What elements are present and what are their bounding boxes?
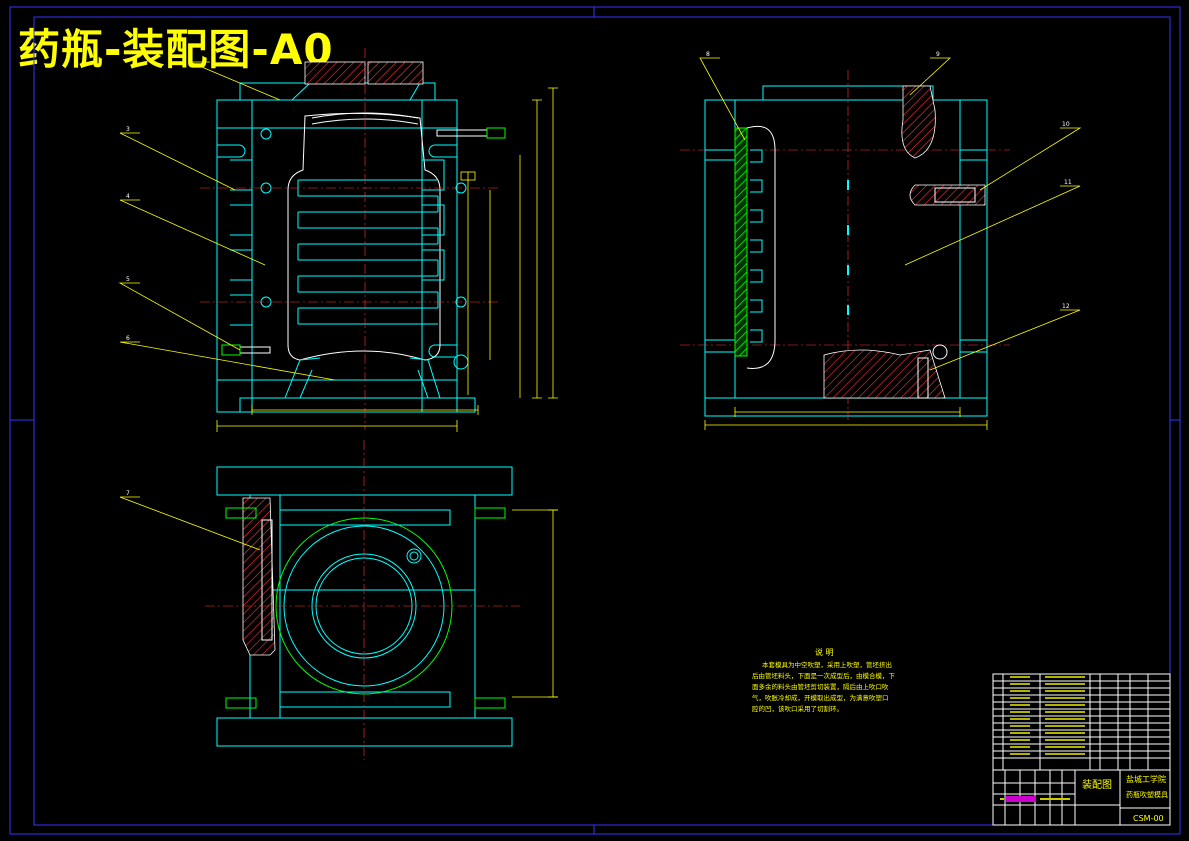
leader-lines <box>118 57 1082 551</box>
title-block <box>992 769 1171 826</box>
notes-line: 腔的凹，该吹口采用了切割环。 <box>752 704 843 713</box>
part-label: 9 <box>936 51 940 58</box>
notes-heading: 说 明 <box>815 647 834 657</box>
part-label: 3 <box>126 126 130 133</box>
drawing-title: 药瓶-装配图-A0 <box>18 25 334 74</box>
notes-line: 后由管坯料头，下面是一次成型后，由模合模，下 <box>752 671 896 680</box>
part-label: 5 <box>126 276 130 283</box>
part-label: 10 <box>1062 121 1070 128</box>
drawing-code: CSM-00 <box>1133 814 1164 823</box>
top-view <box>205 440 558 760</box>
part-label: 11 <box>1064 179 1072 186</box>
part-label: 4 <box>126 193 130 200</box>
front-view <box>200 48 558 432</box>
inner-frame <box>33 16 1171 826</box>
part-label: 8 <box>706 51 710 58</box>
school-name: 盐城工学院 <box>1126 774 1166 784</box>
part-label: 12 <box>1062 303 1070 310</box>
outer-frame <box>9 6 1181 835</box>
notes-line: 本套模具为中空吹塑，采用上吹塑，管坯挤出 <box>762 660 892 669</box>
technical-notes: 说 明 本套模具为中空吹塑，采用上吹塑，管坯挤出 后由管坯料头，下面是一次成型后… <box>752 647 896 713</box>
parts-list <box>992 673 1171 771</box>
drawing-subtitle: 药瓶吹塑模具 <box>1126 790 1168 799</box>
part-label: 6 <box>126 335 130 342</box>
notes-line: 气，吹胀冷却成，开模取出成型，为满意吹塑口 <box>752 693 889 702</box>
side-view <box>680 70 1010 430</box>
part-label: 7 <box>126 490 130 497</box>
notes-line: 面多余的料头由管坯剪切装置，隔后由上吹口吹 <box>752 682 889 691</box>
drawing-name: 装配图 <box>1082 778 1112 791</box>
